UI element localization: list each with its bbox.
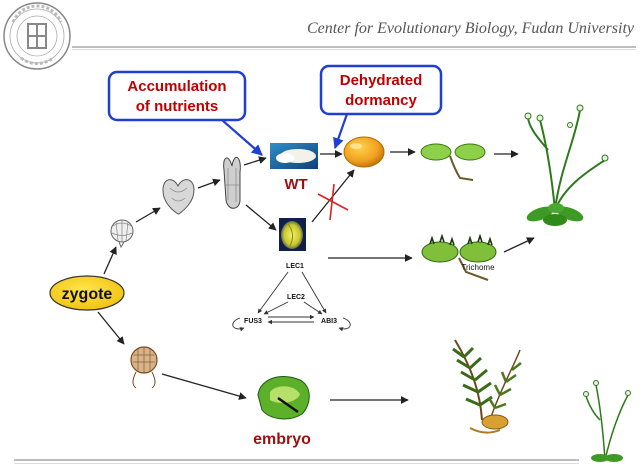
gene-lec2: LEC2 <box>287 294 305 301</box>
torpedo-embryo-image <box>223 157 241 209</box>
seedling-image <box>420 143 486 181</box>
arrow-heart-to-torpedo <box>197 178 221 189</box>
callout-dormancy-line1: Dehydrated <box>340 72 423 89</box>
adult-plant-image <box>524 104 609 226</box>
arrow-lower-embryo-to-green <box>161 373 247 400</box>
green-embryo-image <box>257 376 310 420</box>
edge-abi3-self <box>338 317 351 332</box>
callout-nutrients: Accumulation of nutrients <box>107 70 263 156</box>
edge-lec2-abi3 <box>303 301 323 315</box>
trichome-seedling-image <box>421 233 497 281</box>
fern-plant-image <box>452 339 522 434</box>
edge-lec2-fus3 <box>263 301 289 315</box>
small-plant-image <box>583 380 631 462</box>
arrow-trichome-to-plant <box>503 237 535 253</box>
arrow-torpedo-to-wt <box>243 156 267 166</box>
arrow-torpedo-to-lec1 <box>245 204 277 231</box>
gene-abi3: ABI3 <box>321 318 337 325</box>
heart-embryo-image <box>162 179 195 215</box>
fern-embryo-image <box>130 346 158 389</box>
arrow-zygote-to-globular <box>103 246 117 275</box>
zygote-node: zygote <box>49 275 125 311</box>
gene-lec1: LEC1 <box>286 263 304 270</box>
edge-lec1-abi3 <box>301 271 327 314</box>
blocked-cross-icon <box>317 183 349 221</box>
gene-fus3: FUS3 <box>244 318 262 325</box>
edge-fus3-self <box>232 317 245 332</box>
footer-rule-thin <box>14 463 579 464</box>
wt-embryo-image <box>270 143 318 169</box>
callout-nutrients-line1: Accumulation <box>127 78 226 95</box>
callout-dormancy: Dehydrated dormancy <box>319 64 443 150</box>
arrow-zygote-to-lower-embryo <box>97 311 125 345</box>
embryo-label: embryo <box>253 431 311 448</box>
footer-rule <box>14 459 579 461</box>
callout-dormancy-line2: dormancy <box>345 92 417 109</box>
arrow-globular-to-heart <box>135 207 161 223</box>
dry-seed-image <box>343 136 385 168</box>
edge-lec1-fus3 <box>257 271 289 314</box>
header-institution: Center for Evolutionary Biology, Fudan U… <box>306 20 634 37</box>
wt-label: WT <box>284 176 307 193</box>
gene-network: LEC1 LEC2 FUS3 ABI3 <box>232 263 351 332</box>
globular-embryo-image <box>110 219 134 249</box>
callout-nutrients-line2: of nutrients <box>136 98 219 115</box>
lec1-embryo-image <box>279 218 306 251</box>
zygote-label: zygote <box>62 286 113 303</box>
university-seal-logo <box>3 2 71 70</box>
header-rule <box>72 46 636 48</box>
header-rule-thin <box>72 49 636 50</box>
trichome-label: Trichome <box>461 263 495 272</box>
pathway-arrows <box>97 148 535 404</box>
